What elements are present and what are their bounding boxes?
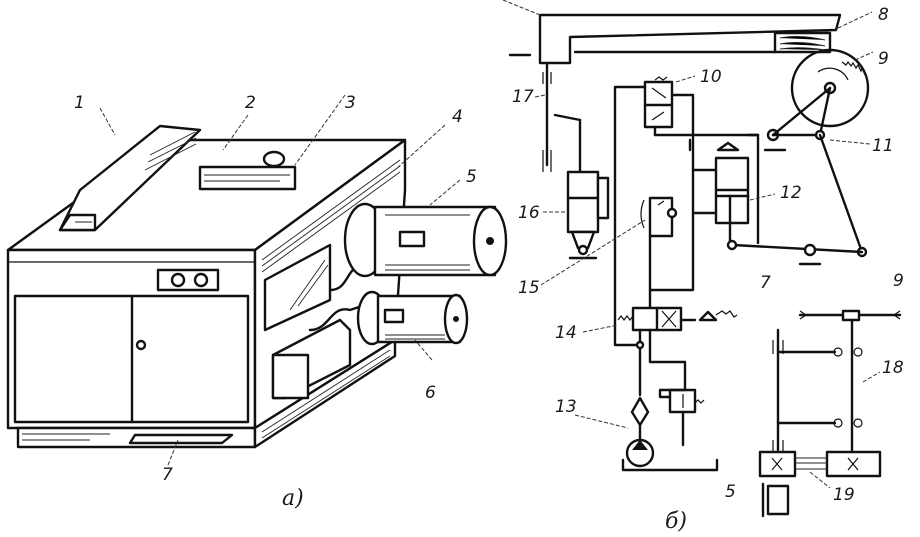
saw-guard <box>198 150 297 191</box>
label-11: 11 <box>872 136 894 156</box>
label-5b: 5 <box>725 482 736 502</box>
label-2: 2 <box>245 93 256 113</box>
label-18: 18 <box>882 358 904 378</box>
schematic: 8 9 10 11 12 13 14 15 16 17 18 19 7 9 5 … <box>502 0 904 534</box>
label-7: 7 <box>162 465 173 485</box>
label-10: 10 <box>700 67 722 87</box>
label-9: 9 <box>878 49 889 69</box>
foot-pedal <box>128 433 234 445</box>
directional-valve <box>617 306 738 332</box>
electrical-box <box>263 243 332 332</box>
pivot-bottom <box>803 243 817 257</box>
fence-bar <box>58 124 202 232</box>
label-6: 6 <box>425 383 436 403</box>
machine-view: 1 2 3 4 5 6 7 a) <box>6 93 508 511</box>
label-3: 3 <box>345 93 356 113</box>
clamp-cylinder <box>545 61 610 260</box>
label-8: 8 <box>878 5 889 25</box>
label-1: 1 <box>74 93 85 113</box>
saw-blade <box>790 48 870 128</box>
label-14: 14 <box>555 323 577 343</box>
label-9b: 9 <box>893 271 904 291</box>
label-17: 17 <box>512 87 534 107</box>
caption-a: a) <box>282 486 304 511</box>
door-handle <box>135 339 147 351</box>
feed-drive <box>758 309 902 518</box>
button-start <box>170 272 186 288</box>
label-7b: 7 <box>760 273 771 293</box>
label-13: 13 <box>555 397 577 417</box>
label-16: 16 <box>518 203 540 223</box>
motor-feed <box>356 290 469 346</box>
valve-10 <box>643 76 674 137</box>
feed-cylinder <box>714 141 750 251</box>
label-15: 15 <box>518 278 540 298</box>
control-panel <box>156 268 220 292</box>
label-12: 12 <box>780 183 802 203</box>
label-19: 19 <box>833 485 855 505</box>
caption-b: б) <box>665 509 687 534</box>
motor-saw <box>343 202 508 278</box>
button-stop <box>193 272 209 288</box>
label-5: 5 <box>466 167 477 187</box>
label-4: 4 <box>452 107 463 127</box>
filter <box>630 396 650 427</box>
